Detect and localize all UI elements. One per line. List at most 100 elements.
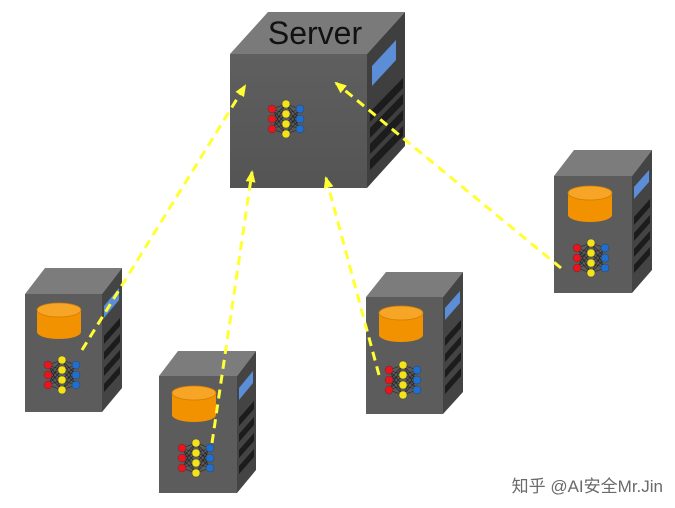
arrow-client-2-to-server	[210, 170, 256, 444]
nn-node	[281, 129, 291, 139]
client-screen	[445, 291, 460, 320]
nn-node	[586, 258, 596, 268]
arrow-client-3-to-server	[323, 176, 381, 376]
db-top	[36, 302, 82, 318]
nn-node	[384, 365, 394, 375]
nn-node	[600, 243, 610, 253]
nn-edge	[195, 447, 211, 474]
neural-network-icon	[384, 360, 422, 400]
nn-node	[295, 104, 305, 114]
client-screen	[634, 170, 649, 199]
nn-node	[205, 463, 215, 473]
client-screen	[239, 371, 253, 400]
nn-node	[600, 253, 610, 263]
watermark-text: 知乎 @AI安全Mr.Jin	[512, 477, 663, 496]
nn-node	[600, 263, 610, 273]
nn-node	[586, 248, 596, 258]
database-icon	[36, 302, 82, 339]
nn-node	[281, 119, 291, 129]
nn-node	[57, 375, 67, 385]
nn-node	[281, 109, 291, 119]
server-screen	[372, 40, 396, 86]
nn-node	[295, 114, 305, 124]
nn-edge	[47, 359, 63, 386]
nn-node	[191, 438, 201, 448]
server-top-face	[230, 12, 405, 54]
nn-node	[43, 370, 53, 380]
nn-node	[71, 360, 81, 370]
database-icon	[567, 185, 613, 222]
nn-node	[71, 370, 81, 380]
client-top-face	[366, 272, 463, 297]
db-bottom	[379, 328, 423, 342]
nn-node	[281, 99, 291, 109]
neural-network-icon	[572, 238, 610, 278]
nn-node	[586, 268, 596, 278]
neural-network-icon	[177, 438, 215, 478]
client-top-face	[159, 351, 256, 376]
db-bottom	[37, 325, 81, 339]
client-node-3	[366, 272, 463, 414]
nn-node	[57, 355, 67, 365]
nn-node	[295, 124, 305, 134]
nn-node	[412, 365, 422, 375]
nn-node	[384, 385, 394, 395]
arrow-client-4-to-server	[334, 81, 562, 270]
nn-node	[177, 463, 187, 473]
client-vent-stripes	[445, 320, 461, 394]
client-node-2	[159, 351, 256, 493]
nn-node	[586, 238, 596, 248]
nn-node	[398, 370, 408, 380]
db-top	[378, 305, 424, 321]
nn-edge	[181, 442, 197, 469]
database-icon	[171, 385, 217, 422]
nn-edge	[402, 369, 418, 396]
nn-node	[398, 390, 408, 400]
nn-edge	[576, 242, 592, 269]
nn-node	[267, 124, 277, 134]
db-top	[567, 185, 613, 201]
server-node: Server	[230, 12, 405, 188]
nn-node	[412, 375, 422, 385]
nn-edge	[388, 364, 404, 391]
nn-node	[177, 443, 187, 453]
client-vent-stripes	[239, 401, 254, 474]
nn-edge	[271, 103, 287, 130]
neural-network-icon	[43, 355, 81, 395]
nn-node	[205, 453, 215, 463]
nn-node	[572, 253, 582, 263]
nn-node	[398, 380, 408, 390]
database-icon	[378, 305, 424, 342]
client-node-1	[25, 268, 122, 412]
nn-node	[57, 365, 67, 375]
upload-arrows	[80, 81, 562, 444]
nn-node	[71, 380, 81, 390]
nn-node	[57, 385, 67, 395]
nn-edge	[590, 247, 606, 274]
nn-edge	[61, 364, 77, 391]
nn-node	[267, 114, 277, 124]
nn-node	[205, 443, 215, 453]
server-label: Server	[268, 15, 363, 51]
nn-node	[384, 375, 394, 385]
db-top	[171, 385, 217, 401]
nn-node	[191, 448, 201, 458]
arrow-client-1-to-server	[80, 84, 247, 351]
client-node-4	[554, 150, 652, 293]
db-bottom	[568, 208, 612, 222]
client-top-face	[554, 150, 652, 176]
client-vent-stripes	[104, 318, 120, 392]
nn-node	[572, 263, 582, 273]
nn-node	[267, 104, 277, 114]
neural-network-icon	[267, 99, 305, 139]
nn-node	[43, 360, 53, 370]
nn-node	[191, 458, 201, 468]
client-vent-stripes	[634, 199, 650, 273]
nn-edge	[285, 108, 301, 135]
nn-node	[572, 243, 582, 253]
nn-node	[412, 385, 422, 395]
db-bottom	[172, 408, 216, 422]
nn-node	[191, 468, 201, 478]
